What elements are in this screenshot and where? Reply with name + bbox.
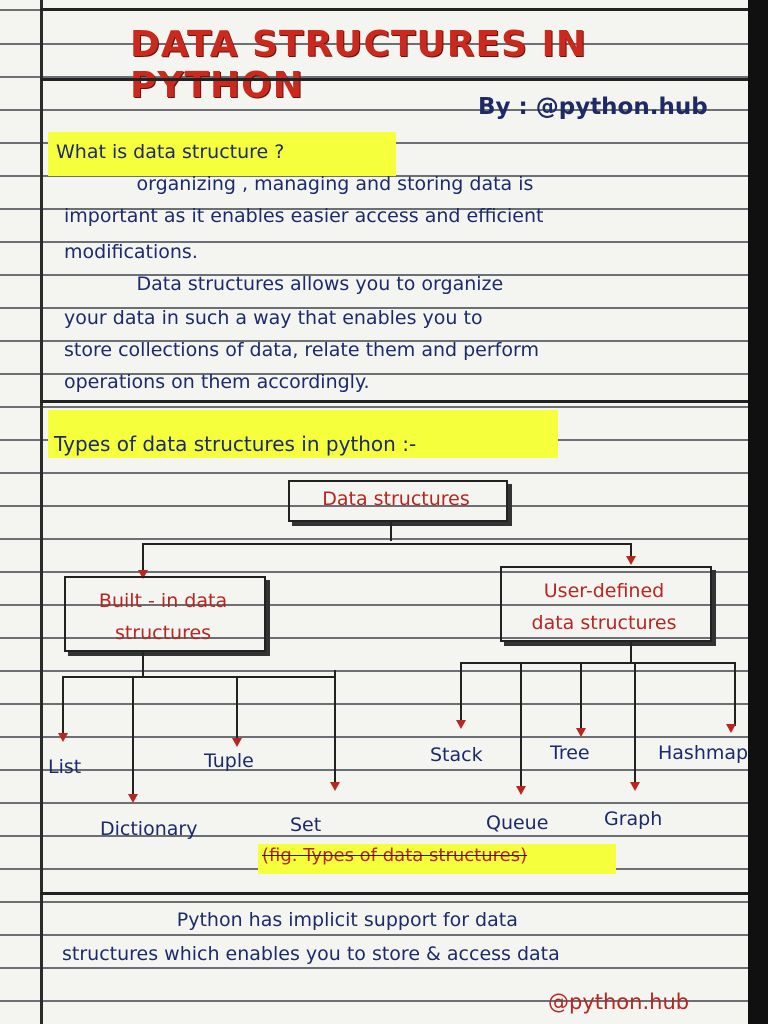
intro-line-1: organizing , managing and storing data i… bbox=[64, 173, 534, 195]
item-list: List bbox=[48, 756, 82, 778]
footer-handle: @python.hub bbox=[548, 990, 690, 1014]
section-rule bbox=[40, 400, 748, 403]
builtin-label-1: Built - in data bbox=[98, 590, 228, 612]
left-branch-stem bbox=[142, 543, 144, 573]
intro-line-4: Data structures allows you to organize bbox=[64, 273, 504, 295]
arrow-list bbox=[58, 733, 68, 742]
arrow-to-builtin bbox=[138, 570, 148, 579]
root-connector bbox=[390, 521, 392, 541]
intro-line-7: operations on them accordingly. bbox=[64, 371, 370, 393]
root-node-box bbox=[288, 480, 508, 522]
item-dictionary: Dictionary bbox=[100, 818, 198, 840]
author-byline: By : @python.hub bbox=[478, 94, 708, 120]
arrow-to-userdef bbox=[626, 556, 636, 565]
arrow-stack bbox=[456, 720, 466, 729]
builtin-label-2: structures bbox=[114, 622, 212, 644]
section-question: What is data structure ? bbox=[56, 141, 285, 163]
types-highlight bbox=[48, 410, 558, 458]
types-heading: Types of data structures in python :- bbox=[54, 432, 417, 456]
branch-line bbox=[142, 543, 632, 545]
intro-line-3: modifications. bbox=[64, 241, 198, 263]
queue-stem bbox=[520, 662, 522, 788]
userdef-hbar bbox=[460, 662, 736, 664]
arrow-hashmap bbox=[726, 724, 736, 733]
arrow-graph bbox=[630, 782, 640, 791]
arrow-queue bbox=[516, 786, 526, 795]
userdef-stem bbox=[630, 640, 632, 662]
root-node-label: Data structures bbox=[322, 488, 470, 510]
intro-line-2: important as it enables easier access an… bbox=[64, 205, 544, 227]
stack-stem bbox=[460, 662, 462, 722]
set-stem bbox=[334, 670, 336, 784]
question-highlight bbox=[48, 132, 396, 176]
item-set: Set bbox=[290, 814, 322, 836]
tree-stem bbox=[580, 662, 582, 730]
hashmap-stem bbox=[734, 662, 736, 726]
userdef-label-2: data structures bbox=[531, 612, 677, 634]
arrow-tuple bbox=[232, 738, 242, 747]
item-tuple: Tuple bbox=[204, 750, 254, 772]
item-graph: Graph bbox=[604, 808, 663, 830]
arrow-dictionary bbox=[128, 794, 138, 803]
intro-line-5: your data in such a way that enables you… bbox=[64, 307, 483, 329]
page-title: DATA STRUCTURES IN PYTHON bbox=[130, 24, 588, 106]
title-rule bbox=[40, 78, 748, 81]
top-rule bbox=[40, 8, 748, 11]
builtin-node-box bbox=[64, 576, 266, 652]
dict-stem bbox=[132, 676, 134, 796]
tuple-stem bbox=[236, 676, 238, 740]
right-branch-stem bbox=[630, 543, 632, 563]
closing-rule bbox=[40, 892, 748, 895]
caption-highlight bbox=[258, 844, 616, 874]
builtin-hbar bbox=[62, 676, 336, 678]
arrow-tree bbox=[576, 728, 586, 737]
page-edge-shadow bbox=[748, 0, 768, 1024]
item-hashmap: Hashmap bbox=[658, 742, 749, 764]
intro-line-6: store collections of data, relate them a… bbox=[64, 339, 539, 361]
userdef-node-box bbox=[500, 566, 712, 642]
item-queue: Queue bbox=[486, 812, 549, 834]
item-tree: Tree bbox=[550, 742, 590, 764]
item-stack: Stack bbox=[430, 744, 483, 766]
builtin-stem bbox=[142, 650, 144, 676]
graph-stem bbox=[634, 662, 636, 784]
closing-line-2: structures which enables you to store & … bbox=[62, 943, 560, 965]
userdef-label-1: User-defined bbox=[543, 580, 665, 602]
figure-caption: (fig. Types of data structures) bbox=[262, 845, 528, 866]
list-stem bbox=[62, 676, 64, 736]
margin-line bbox=[40, 0, 43, 1024]
closing-line-1: Python has implicit support for data bbox=[62, 909, 518, 931]
arrow-set bbox=[330, 782, 340, 791]
